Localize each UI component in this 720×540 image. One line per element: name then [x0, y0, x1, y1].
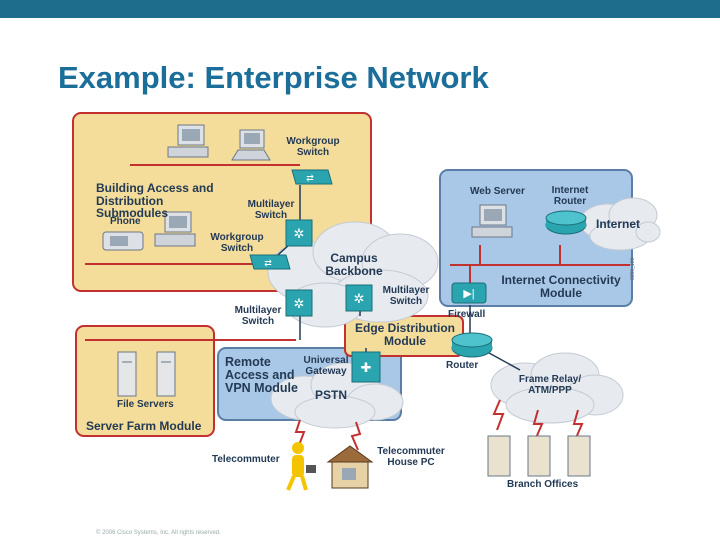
- branch-offices-label: Branch Offices: [507, 479, 579, 490]
- svg-text:✲: ✲: [294, 296, 305, 311]
- firewall-icon: ▶|: [451, 282, 487, 304]
- copyright-footer: © 2006 Cisco Systems, Inc. All rights re…: [96, 530, 221, 536]
- svg-text:⇄: ⇄: [306, 173, 314, 183]
- multilayer-switch-server-icon: ✲: [285, 289, 313, 317]
- wan-links: [294, 399, 584, 451]
- phone-icon: [102, 231, 144, 251]
- svg-text:✚: ✚: [361, 360, 372, 375]
- svg-text:▶|: ▶|: [463, 288, 474, 300]
- telecommuter-label: Telecommuter: [212, 454, 280, 465]
- top-bar: [0, 0, 720, 18]
- multilayer-switch-backbone-label: Multilayer Switch: [382, 285, 430, 307]
- telecommuter-icon: [286, 442, 316, 491]
- workgroup-switch-bottom-label: Workgroup Switch: [210, 232, 264, 254]
- internet-connectivity-label: Internet Connectivity Module: [501, 273, 621, 300]
- workgroup-switch-top-icon: ⇄: [291, 169, 333, 185]
- internet-router-label: Internet Router: [551, 185, 589, 207]
- multilayer-switch-backbone-icon: ✲: [345, 284, 373, 312]
- web-server-label: Web Server: [470, 186, 525, 197]
- universal-gateway-label: Universal Gateway: [303, 355, 349, 377]
- slide-title: Example: Enterprise Network: [58, 60, 489, 95]
- laptop-icon: [231, 129, 271, 161]
- frame-relay-cloud: [490, 352, 624, 424]
- telecommuter-house-icon: [326, 445, 374, 489]
- server-farm-label: Server Farm Module: [86, 419, 202, 433]
- multilayer-switch-building-label: Multilayer Switch: [247, 199, 295, 221]
- edge-distribution-label: Edge Distribution Module: [355, 321, 455, 348]
- frame-relay-label: Frame Relay/ ATM/PPP: [518, 374, 582, 396]
- multilayer-switch-building-icon: ✲: [285, 219, 313, 247]
- side-code-label: 3350_100: [630, 257, 636, 280]
- workgroup-switch-bottom-icon: ⇄: [249, 254, 291, 270]
- internet-router-icon: [545, 210, 587, 235]
- router-label: Router: [446, 360, 479, 371]
- pstn-label: PSTN: [315, 388, 348, 402]
- workgroup-switch-top-label: Workgroup Switch: [286, 136, 340, 158]
- file-servers-icon: [117, 351, 176, 397]
- telecommuter-house-pc-label: Telecommuter House PC: [377, 446, 445, 468]
- svg-text:✲: ✲: [294, 226, 305, 241]
- svg-text:⇄: ⇄: [264, 258, 272, 268]
- multilayer-switch-server-label: Multilayer Switch: [234, 305, 282, 327]
- firewall-label: Firewall: [448, 309, 486, 320]
- router-icon: [451, 332, 493, 358]
- file-servers-label: File Servers: [117, 399, 174, 410]
- pc-top-left-icon: [167, 124, 209, 158]
- svg-text:✲: ✲: [354, 291, 365, 306]
- universal-gateway-icon: ✚: [351, 351, 381, 383]
- internet-label: Internet: [596, 217, 641, 231]
- building-module-label: Building Access and Distribution Submodu…: [96, 181, 214, 221]
- phone-label: Phone: [110, 216, 141, 227]
- campus-backbone-label: Campus Backbone: [325, 251, 383, 278]
- pc-bottom-icon: [154, 211, 196, 247]
- branch-office-buildings-icon: [487, 435, 591, 477]
- server-farm-module-box: [75, 325, 215, 437]
- remote-access-label: Remote Access and VPN Module: [225, 355, 298, 396]
- web-server-pc-icon: [471, 204, 513, 238]
- internet-cloud: [579, 197, 661, 251]
